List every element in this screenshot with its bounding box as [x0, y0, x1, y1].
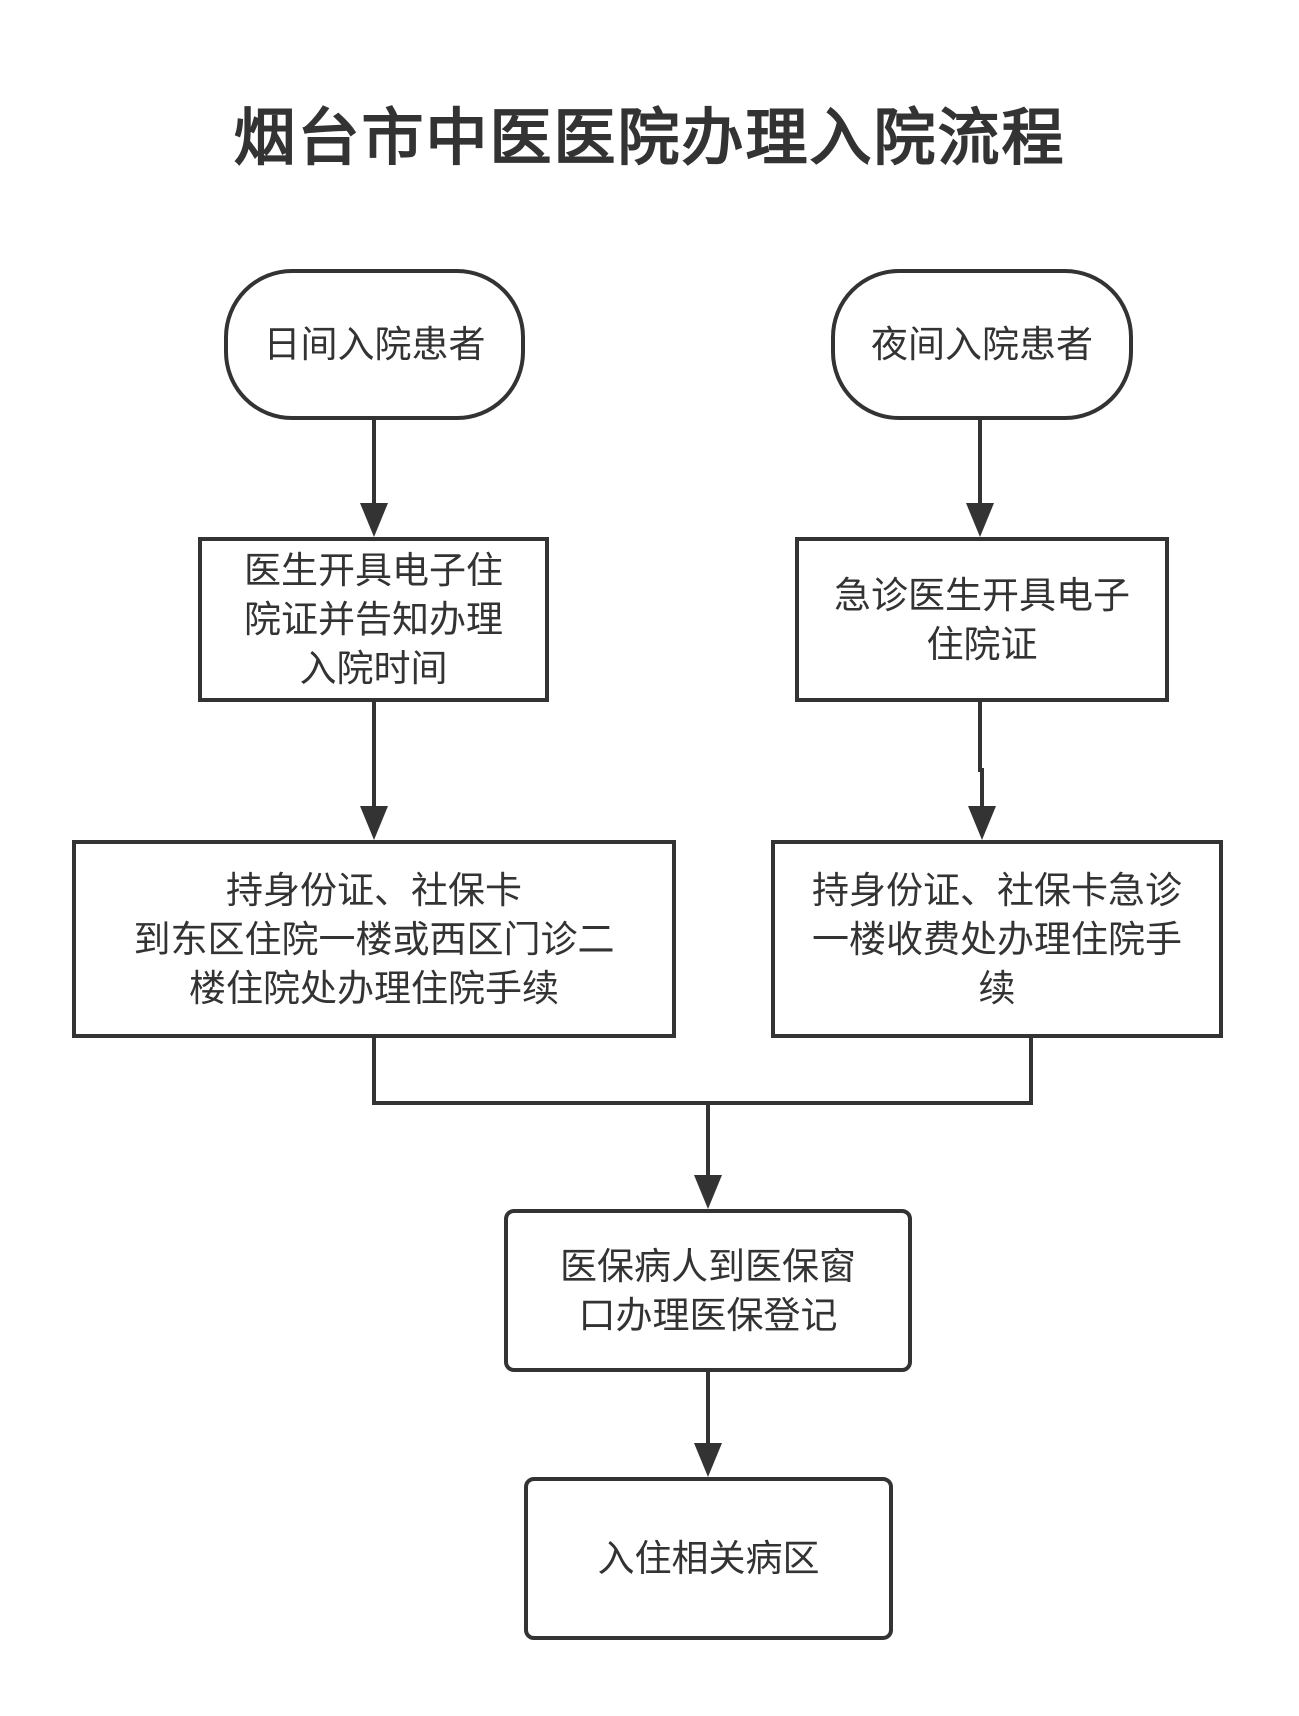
day-doctor-step: 医生开具电子住 院证并告知办理 入院时间 [198, 537, 549, 702]
arrowhead-night-doctor [966, 503, 994, 537]
day-patient-start: 日间入院患者 [224, 269, 525, 420]
arrowhead-insurance [694, 1175, 722, 1209]
edge-night-admission-to-merge [708, 1036, 1033, 1105]
ward-end: 入住相关病区 [524, 1477, 893, 1640]
arrowhead-day-admission [360, 806, 388, 840]
arrowhead-night-admission [968, 806, 996, 840]
edge-night-doctor-to-admission [978, 700, 984, 808]
insurance-label: 医保病人到医保窗 口办理医保登记 [560, 1244, 856, 1337]
day-doctor-label: 医生开具电子住 院证并告知办理 入院时间 [244, 549, 503, 690]
ward-label: 入住相关病区 [597, 1537, 820, 1580]
night-patient-label: 夜间入院患者 [871, 323, 1093, 366]
night-admission-step: 持身份证、社保卡急诊 一楼收费处办理住院手 续 [771, 840, 1223, 1038]
arrowhead-ward [694, 1443, 722, 1477]
arrowhead-day-doctor [360, 503, 388, 537]
day-admission-step: 持身份证、社保卡 到东区住院一楼或西区门诊二 楼住院处办理住院手续 [72, 840, 676, 1038]
night-admission-label: 持身份证、社保卡急诊 一楼收费处办理住院手 续 [812, 868, 1182, 1010]
diagram-title: 烟台市中医医院办理入院流程 [233, 101, 1066, 174]
day-patient-label: 日间入院患者 [263, 323, 486, 366]
insurance-step: 医保病人到医保窗 口办理医保登记 [504, 1209, 912, 1372]
night-patient-start: 夜间入院患者 [831, 269, 1133, 420]
day-admission-label: 持身份证、社保卡 到东区住院一楼或西区门诊二 楼住院处办理住院手续 [133, 868, 615, 1010]
night-doctor-label: 急诊医生开具电子 住院证 [834, 573, 1130, 666]
edge-day-admission-to-merge [372, 1036, 708, 1105]
night-doctor-step: 急诊医生开具电子 住院证 [795, 537, 1169, 702]
